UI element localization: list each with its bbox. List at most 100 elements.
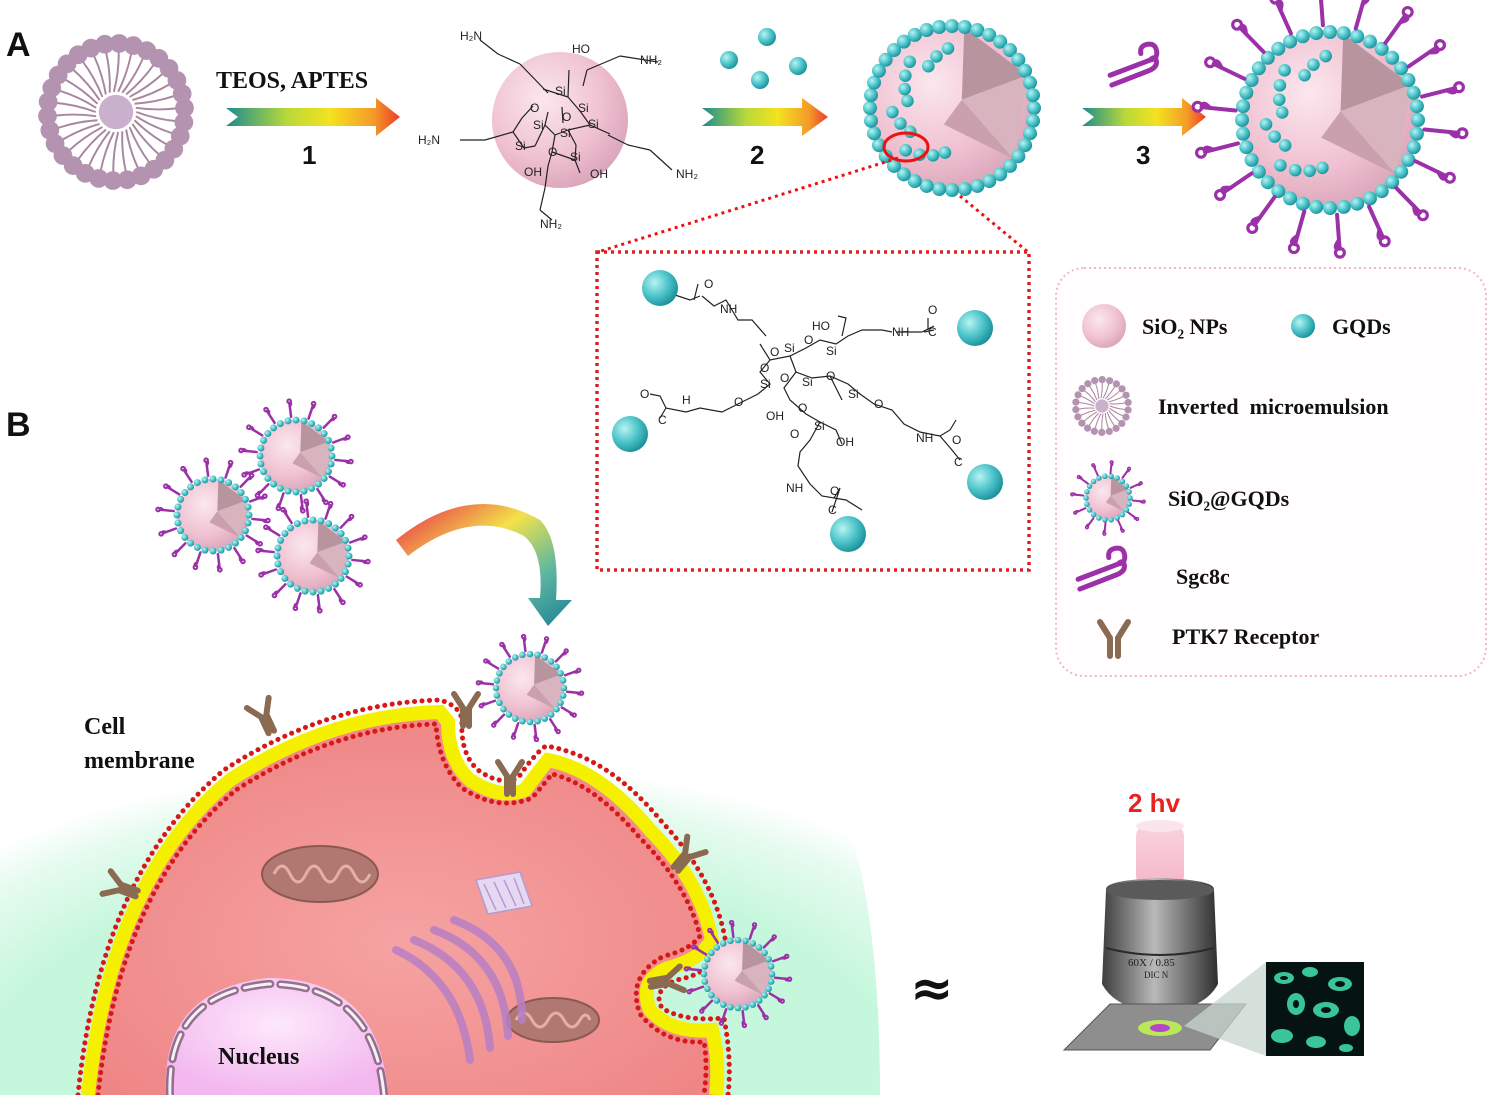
- panel-a-label: A: [6, 26, 31, 64]
- nanoparticle-free-3: [255, 498, 371, 614]
- uptake-curved-arrow: [396, 504, 572, 626]
- sio2-np-icon: [1082, 304, 1126, 348]
- chem-oh-1: OH: [766, 409, 784, 423]
- excitation-beam: [1136, 826, 1184, 886]
- chem-o-3: O: [804, 333, 813, 347]
- zoom-line-right: [959, 194, 1029, 254]
- nanoparticle-free-1: [238, 398, 354, 514]
- zoom-line-left: [597, 156, 899, 254]
- si-label-7: Si: [570, 150, 581, 164]
- chem-o-13: O: [952, 433, 961, 447]
- centriole: [474, 871, 534, 915]
- gqd-node-2: [957, 310, 993, 346]
- sio2-gqd-sphere: [863, 19, 1041, 197]
- approx-symbol: ≈: [910, 959, 954, 1019]
- sgc8c-aptamer-icon: [1075, 545, 1128, 592]
- oh-label-2: OH: [590, 167, 608, 181]
- ptk7-receptor-3: [495, 759, 525, 797]
- chem-o-14: O: [830, 484, 839, 498]
- legend-item-sgc8c: Sgc8c: [1075, 545, 1230, 592]
- step-1-number: 1: [302, 140, 316, 170]
- golgi-apparatus: [392, 916, 526, 1064]
- step-2-number: 2: [750, 140, 764, 170]
- ptk7-receptor-1: [243, 694, 278, 737]
- si-label-6: Si: [515, 139, 526, 153]
- legend-item-gqds: GQDs: [1291, 314, 1391, 339]
- chem-o-9: O: [734, 395, 743, 409]
- chem-o-2: O: [770, 345, 779, 359]
- chem-nh-3: NH: [916, 431, 933, 445]
- h2n-label-2: H₂N: [418, 133, 440, 147]
- membrane-inner-beads: [95, 721, 709, 1095]
- objective-engraving-1: 60X / 0.85: [1128, 957, 1175, 969]
- step-1-reagents: TEOS, APTES: [216, 68, 368, 94]
- gqd-node-1: [642, 270, 678, 306]
- legend-item-sio2-gqds: SiO₂@GQDs: [1070, 460, 1290, 536]
- chem-h-1: H: [682, 393, 691, 407]
- si-label-5: Si: [588, 117, 599, 131]
- step-3-number: 3: [1136, 140, 1150, 170]
- zoom-highlight-circle: [882, 131, 930, 163]
- ptk7-receptor-4: [670, 833, 709, 874]
- sgc8c-aptamer-reagent: [1107, 41, 1160, 88]
- legend-sio2-gqds-label: SiO₂@GQDs: [1168, 486, 1290, 511]
- chem-o-5: O: [760, 361, 769, 375]
- chem-nh-4: NH: [786, 481, 803, 495]
- legend-item-microemulsion: Inverted microemulsion: [1072, 376, 1389, 436]
- chem-o-1: O: [704, 277, 713, 291]
- sio2-gqds-icon: [1070, 460, 1146, 536]
- chem-si-3: Si: [760, 377, 771, 391]
- chem-c-2: C: [658, 413, 667, 427]
- nanoparticle-binding: [475, 633, 585, 743]
- o-label-1: O: [530, 101, 539, 115]
- step-2-arrow: [702, 98, 828, 136]
- chem-o-11: O: [790, 427, 799, 441]
- si-label-2: Si: [578, 101, 589, 115]
- zoom-detail-box: [595, 250, 1031, 572]
- membrane-outer-beads: [75, 697, 732, 1095]
- step-3-arrow: [1082, 98, 1206, 136]
- si-label-4: Si: [560, 126, 571, 140]
- legend-microemulsion-label: Inverted microemulsion: [1158, 394, 1389, 419]
- o-label-2: O: [562, 110, 571, 124]
- chem-o-6: O: [780, 371, 789, 385]
- fluorescence-image: [1266, 962, 1364, 1056]
- nh2-label-2: NH₂: [676, 167, 698, 181]
- legend-sgc8c-label: Sgc8c: [1176, 564, 1230, 589]
- chem-o-8: O: [874, 397, 883, 411]
- chem-o-12: O: [640, 387, 649, 401]
- gqd-node-4: [967, 464, 1003, 500]
- objective-engraving-2: DIC N: [1144, 970, 1169, 980]
- ho-label-1: HO: [572, 42, 590, 56]
- legend-gqds-label: GQDs: [1332, 314, 1391, 339]
- nucleus: Nucleus: [165, 978, 388, 1095]
- aminated-silica-sphere: Si Si O Si O Si Si Si O Si HO OH OH NH₂ …: [418, 29, 698, 231]
- microscope-objective: 60X / 0.85 DIC N: [1102, 820, 1218, 1028]
- oh-label-1: OH: [524, 165, 542, 179]
- ptk7-receptor-6: [646, 963, 687, 994]
- surface-chemistry-structure: O NH O Si O HO Si NH C O O Si O Si O Si …: [612, 270, 1003, 552]
- chem-si-2: Si: [826, 344, 837, 358]
- legend-item-ptk7: PTK7 Receptor: [1097, 619, 1319, 659]
- chem-nh-2: NH: [892, 325, 909, 339]
- chem-si-6: Si: [814, 419, 825, 433]
- free-gqds: [720, 28, 807, 89]
- cell-membrane-label-line2: membrane: [84, 748, 195, 774]
- gqd-node-5: [830, 516, 866, 552]
- chem-o-7: O: [826, 369, 835, 383]
- legend-box: [1055, 267, 1487, 677]
- nh2-label-3: NH₂: [540, 217, 562, 231]
- nucleus-label: Nucleus: [218, 1044, 299, 1070]
- chem-si-4: Si: [802, 375, 813, 389]
- panel-b-label: B: [6, 406, 31, 444]
- chem-c-1: C: [928, 325, 937, 339]
- o-label-3: O: [548, 145, 557, 159]
- ptk7-receptor-5: [99, 868, 141, 900]
- chem-ho-1: HO: [812, 319, 830, 333]
- h2n-label-1: H₂N: [460, 29, 482, 43]
- nh2-label-1: NH₂: [640, 53, 662, 67]
- chem-c-3: C: [954, 455, 963, 469]
- ptk7-receptor-icon: [1097, 619, 1131, 659]
- membrane-yellow-layer: [81, 704, 725, 1095]
- gqd-icon: [1291, 314, 1315, 338]
